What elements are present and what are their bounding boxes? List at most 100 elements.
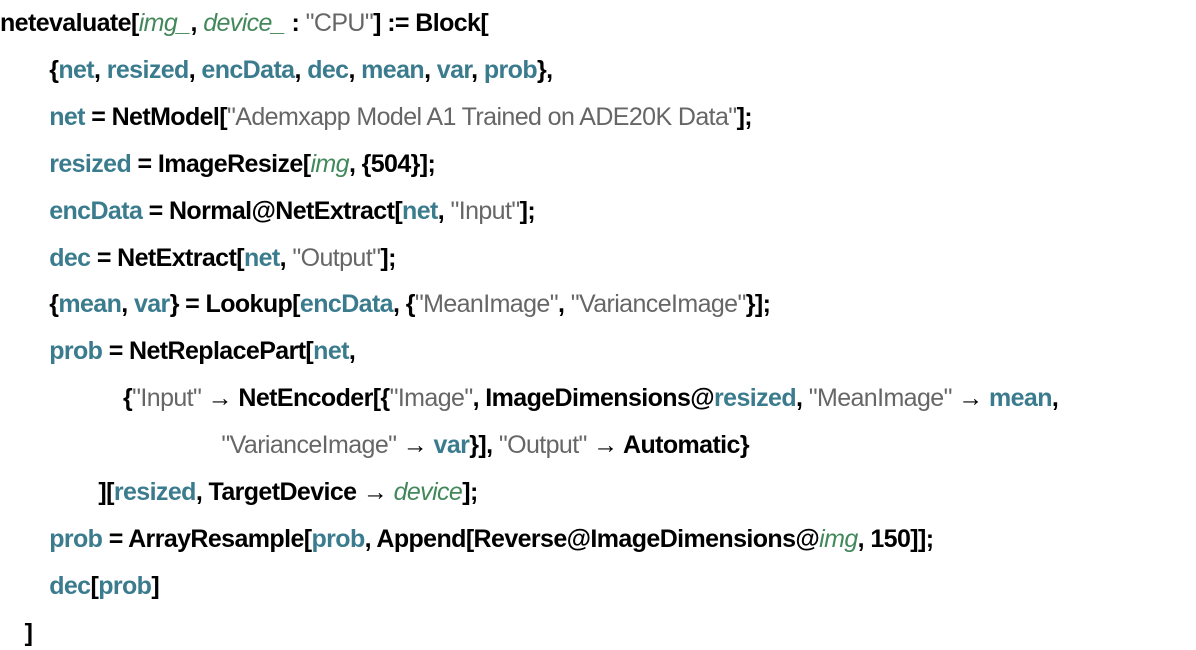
code-token: "Output" (292, 243, 381, 272)
code-token: , Append[Reverse@ImageDimensions@ (364, 524, 820, 553)
code-token: , {504}]; (348, 149, 436, 178)
code-token: , (796, 384, 809, 413)
code-token: ] (24, 618, 33, 647)
code-token: resized (113, 478, 197, 506)
code-token: , (348, 337, 356, 366)
code-token: resized (49, 149, 132, 178)
code-token: ] := Block[ (373, 9, 489, 37)
code-token: }, (537, 55, 553, 84)
code-token: prob (483, 55, 538, 84)
code-token: "VarianceImage" (570, 290, 747, 319)
code-token: var (433, 431, 470, 460)
code-token: , { (393, 290, 415, 319)
code-token: net (402, 196, 438, 225)
code-token: , TargetDevice → (195, 478, 394, 506)
code-token: , (558, 290, 571, 319)
code-line: ][resized, TargetDevice → device]; (98, 477, 478, 507)
code-token: = Normal@NetExtract[ (142, 196, 403, 225)
code-token: , (121, 290, 134, 319)
code-line: encData = Normal@NetExtract[net, "Input"… (49, 196, 535, 226)
code-token: encData (201, 55, 295, 84)
code-token: "Image" (389, 384, 474, 413)
code-token: , (471, 55, 484, 84)
code-token: ]; (462, 478, 478, 506)
code-line: dec[prob] (49, 571, 159, 601)
code-token: = NetExtract[ (90, 243, 245, 272)
code-token: net (49, 102, 85, 131)
code-token: { (123, 384, 133, 413)
code-token: prob (49, 337, 103, 366)
code-token: = NetModel[ (84, 102, 228, 131)
code-token: ]; (380, 243, 396, 272)
code-token: : (285, 9, 306, 37)
code-token: resized (714, 384, 797, 413)
code-line: {mean, var} = Lookup[encData, {"MeanImag… (49, 289, 771, 319)
code-token: → NetEncoder[{ (201, 384, 391, 413)
code-token: { (49, 290, 59, 319)
code-token: net (313, 337, 349, 366)
code-token: = ImageResize[ (131, 149, 312, 178)
code-line: {"Input" → NetEncoder[{"Image", ImageDim… (123, 383, 1059, 413)
code-token: → (396, 431, 434, 460)
code-token: img (310, 149, 349, 178)
code-token: device_ (203, 9, 286, 37)
code-token: mean (58, 290, 122, 319)
code-token: }]; (745, 290, 771, 319)
code-line: "VarianceImage" → var}], "Output" → Auto… (221, 430, 749, 460)
code-line: netevaluate[img_, device_ : "CPU"] := Bl… (0, 8, 489, 38)
code-token: var (436, 55, 472, 84)
code-token: device (393, 478, 463, 506)
code-token: , (437, 196, 451, 225)
code-line: ] (25, 618, 33, 648)
code-token: , (424, 55, 437, 84)
code-token: ]; (736, 102, 753, 131)
code-token: netevaluate[ (0, 9, 139, 37)
code-token: , (190, 9, 204, 37)
code-token: ]; (519, 196, 536, 225)
code-token: ][ (98, 478, 114, 506)
code-token: → Automatic} (586, 431, 749, 460)
code-token: mean (988, 384, 1053, 413)
code-token: "MeanImage" (414, 290, 559, 319)
code-line: prob = ArrayResample[prob, Append[Revers… (49, 524, 934, 554)
code-token: var (133, 290, 170, 319)
code-token: net (243, 243, 280, 272)
code-token: encData (49, 196, 143, 225)
code-token: prob (311, 524, 365, 553)
code-token: encData (299, 290, 394, 319)
code-token: } = Lookup[ (169, 290, 301, 319)
code-line: net = NetModel["Ademxapp Model A1 Traine… (49, 102, 752, 132)
code-line: resized = ImageResize[img, {504}]; (49, 149, 436, 179)
code-token: "Ademxapp Model A1 Trained on ADE20K Dat… (227, 102, 737, 131)
code-token: prob (49, 524, 103, 553)
code-token: "Input" (450, 196, 520, 225)
code-token: , (188, 55, 202, 84)
code-token: resized (106, 55, 190, 84)
code-token: mean (361, 55, 425, 84)
code-token: }], (469, 431, 499, 460)
code-token: , (94, 55, 107, 84)
code-token: = NetReplacePart[ (102, 337, 314, 366)
code-token: img (819, 524, 858, 553)
code-token: , (1051, 384, 1059, 413)
code-token: "Input" (132, 384, 202, 413)
code-token: , ImageDimensions@ (472, 384, 715, 413)
code-token: { (49, 55, 59, 84)
code-token: dec (49, 571, 91, 600)
code-token: "Output" (498, 431, 588, 460)
code-token: = ArrayResample[ (102, 524, 312, 553)
code-token: ] (151, 571, 160, 600)
code-token: prob (98, 571, 152, 600)
code-line: {net, resized, encData, dec, mean, var, … (49, 55, 553, 85)
code-token: net (58, 55, 95, 84)
code-line: prob = NetReplacePart[net, (49, 336, 356, 366)
code-token: "MeanImage" (808, 384, 953, 413)
code-token: , (294, 55, 308, 84)
code-line: dec = NetExtract[net, "Output"]; (49, 243, 396, 273)
code-token: → (951, 384, 989, 413)
code-token: dec (307, 55, 349, 84)
code-token: img_ (138, 9, 191, 37)
code-token: dec (49, 243, 91, 272)
code-token: , (348, 55, 362, 84)
code-token: [ (90, 571, 99, 600)
